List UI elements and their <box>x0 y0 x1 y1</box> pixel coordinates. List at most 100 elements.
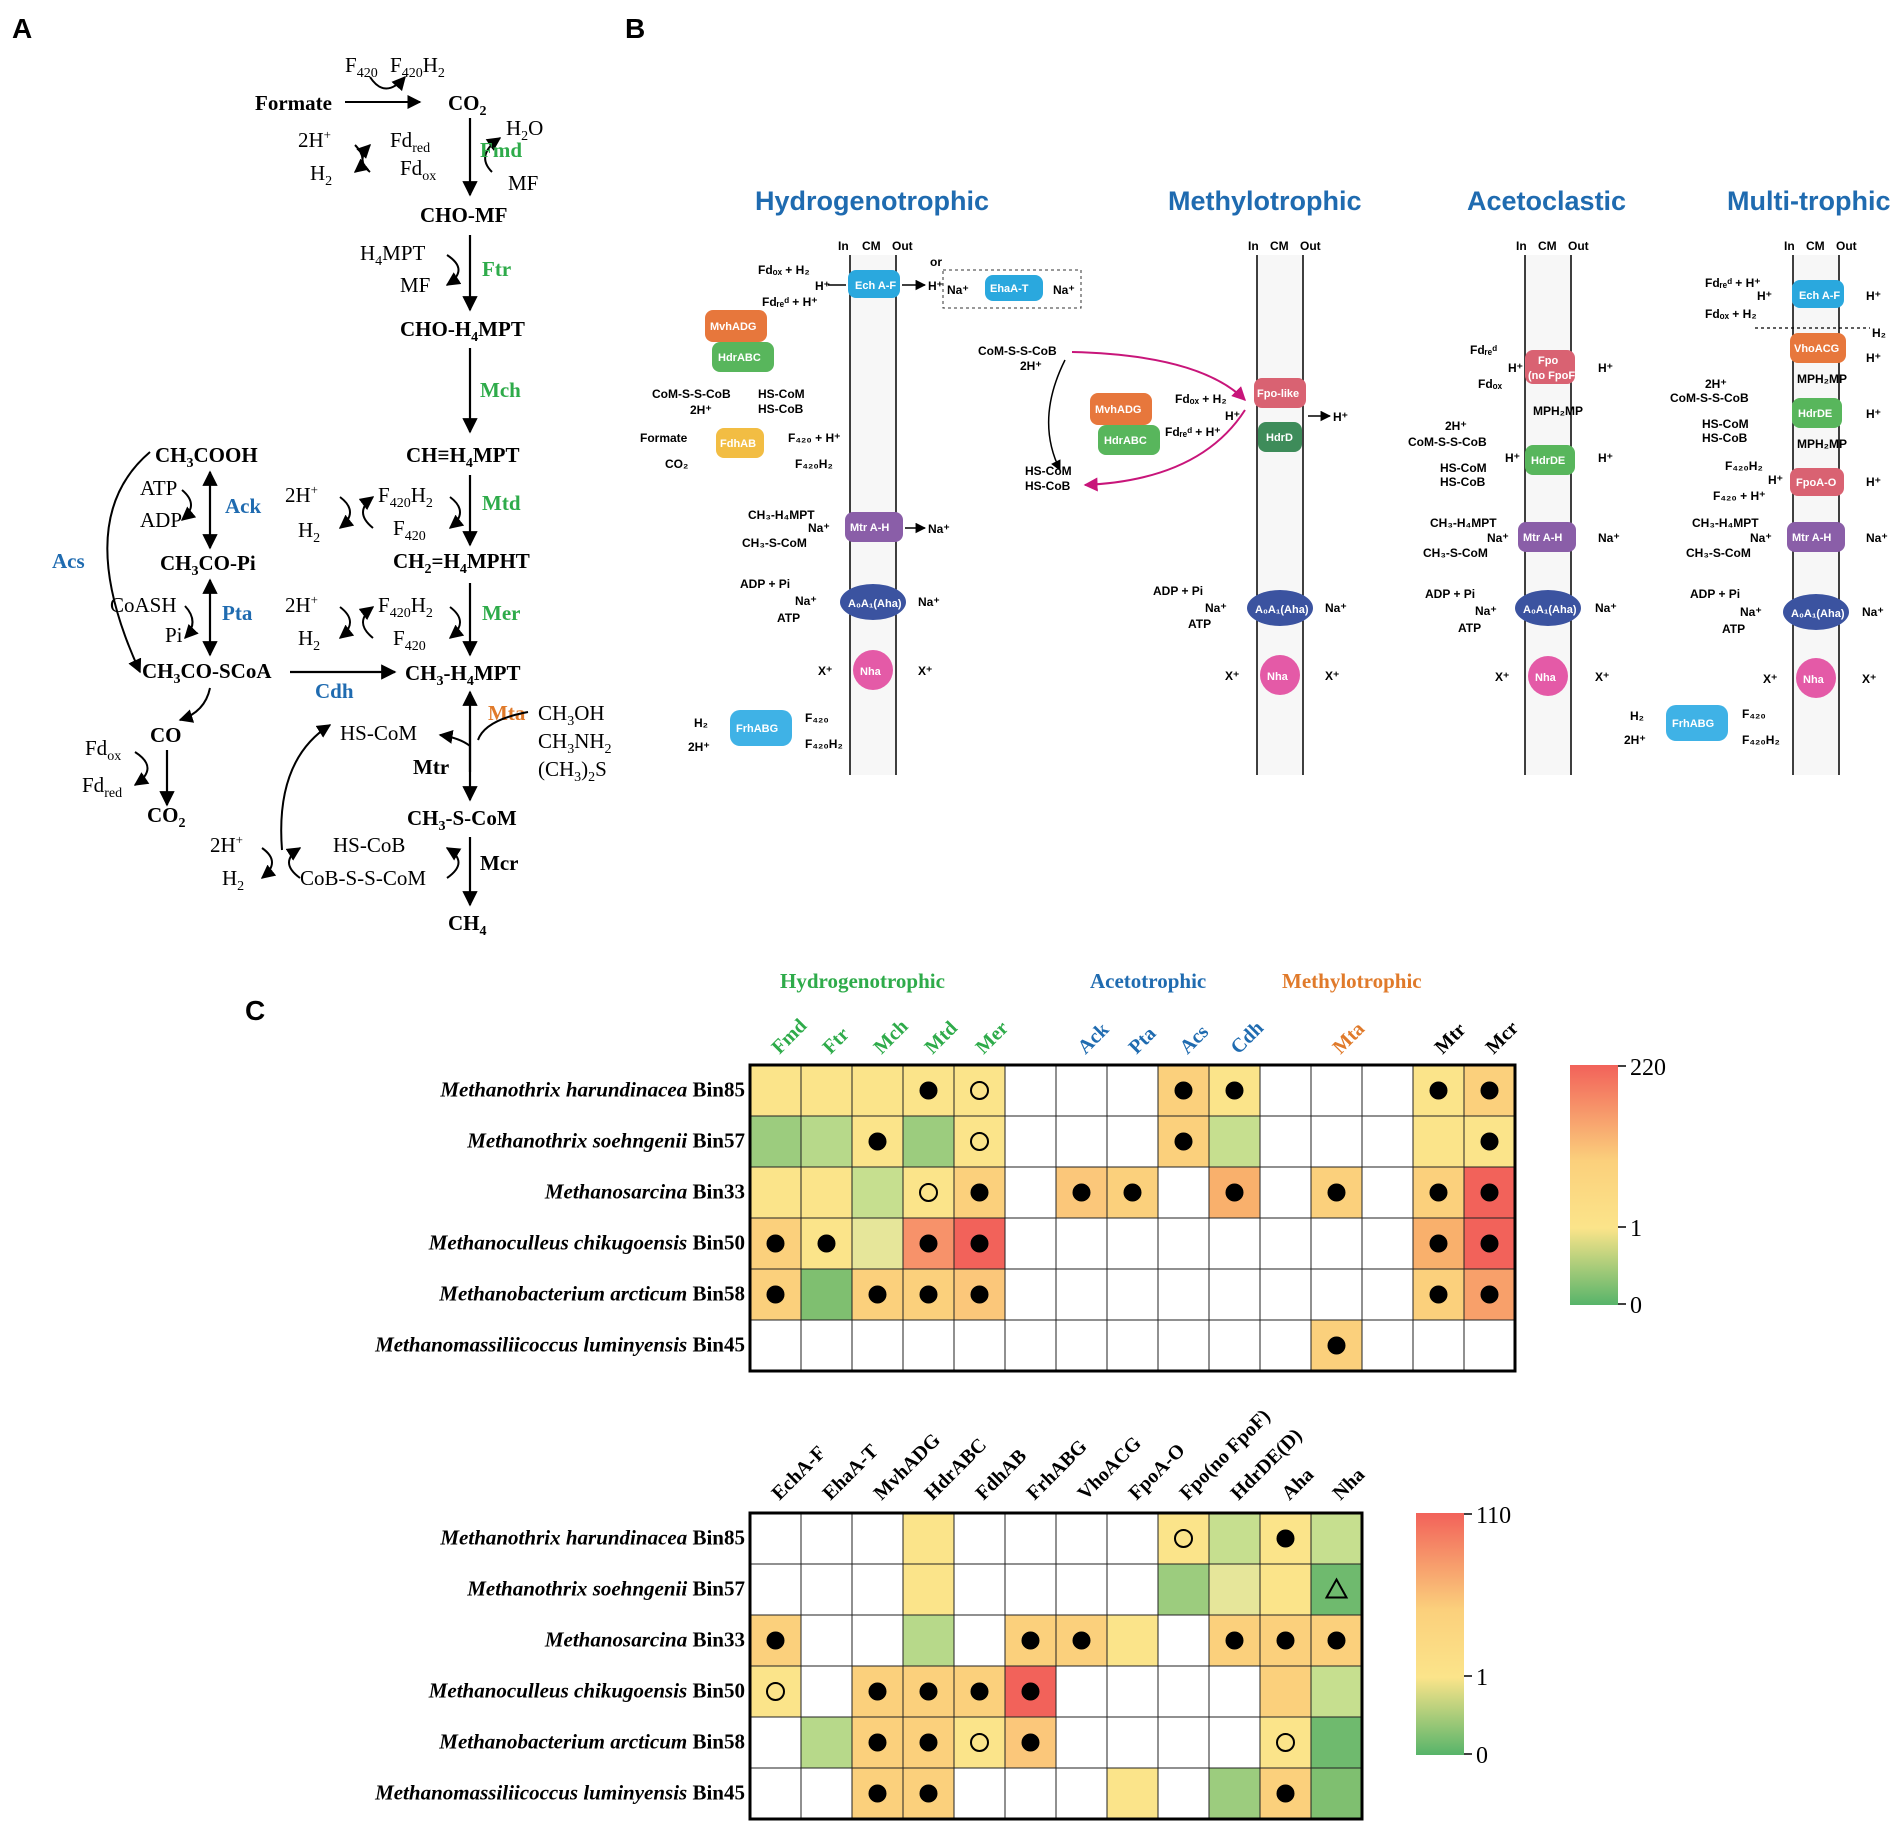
ch3co-pi-label: CH3CO-Pi <box>160 551 256 579</box>
hm1-cell <box>1208 1268 1261 1321</box>
col-label: Acs <box>1175 1021 1213 1059</box>
ch-h4mpt-label: CH≡H4MPT <box>406 443 519 471</box>
fdox-b3: Fdₒₓ <box>1478 377 1503 391</box>
hm1-cell <box>800 1319 853 1372</box>
h-out-b4-1: H⁺ <box>1866 289 1881 303</box>
atp-b2: ATP <box>1188 617 1211 631</box>
mtr-label-3: Mtr A-H <box>1523 532 1562 544</box>
present-dot-marker <box>919 1682 938 1701</box>
ch3scom-b1: CH₃-S-CoM <box>742 536 807 550</box>
partial-ring-marker <box>970 1132 989 1151</box>
row-species: harundinacea <box>566 1526 693 1550</box>
f420h2-frh-1: F₄₂₀H₂ <box>805 737 843 751</box>
mtd-enzyme: Mtd <box>482 491 521 515</box>
nha-complex-2 <box>1260 655 1300 695</box>
hs-cob-b1: HS-CoB <box>758 402 804 416</box>
magenta-arrow-2 <box>1083 409 1246 492</box>
membrane-hydrogenotrophic: In CM Out <box>838 239 913 775</box>
row-species: luminyensis <box>583 1333 692 1357</box>
hm2-cell <box>1157 1767 1210 1820</box>
cm-label-4: CM <box>1806 239 1825 253</box>
aha-complex-2 <box>1247 590 1313 626</box>
two-h-frh-1: 2H⁺ <box>688 740 710 754</box>
hs-com-label: HS-CoM <box>340 721 417 745</box>
fd-arc-1 <box>356 144 371 173</box>
hm1-cell <box>800 1115 853 1168</box>
present-dot-marker <box>1429 1234 1448 1253</box>
present-dot-marker <box>1480 1183 1499 1202</box>
two-h-plus-4: 2H+ <box>210 832 243 857</box>
h2-label-1: H2 <box>310 161 332 189</box>
ch3h4mpt-b3: CH₃-H₄MPT <box>1430 516 1497 530</box>
frhabg-label-4: FrhABG <box>1672 718 1714 730</box>
hm2-cell <box>902 1614 955 1667</box>
row-label: Methanothrix soehngenii Bin57 <box>466 1129 745 1153</box>
hm2-cell <box>1004 1767 1057 1820</box>
cm-label-3: CM <box>1538 239 1557 253</box>
hm1-cell <box>1361 1319 1414 1372</box>
hm1-cell <box>953 1319 1006 1372</box>
na-aha-out-2: Na⁺ <box>1325 601 1347 615</box>
fpoa-o-label: FpoA-O <box>1796 477 1837 489</box>
out-label-2: Out <box>1300 239 1321 253</box>
scale2-mid: 1 <box>1476 1665 1488 1691</box>
or-label: or <box>930 255 942 269</box>
col-label: Mtd <box>920 1017 961 1058</box>
frhabg-complex-1 <box>730 710 792 746</box>
hm1-cell <box>1106 1064 1159 1117</box>
col-label: Cdh <box>1226 1017 1268 1059</box>
present-dot-marker <box>1327 1183 1346 1202</box>
f420h2-label-3: F420H2 <box>378 593 433 621</box>
hm1-cell <box>1208 1115 1261 1168</box>
two-h-b4: 2H⁺ <box>1705 377 1727 391</box>
x-out-3: X⁺ <box>1595 670 1609 684</box>
group-acetotrophic: Acetotrophic <box>1090 969 1206 993</box>
present-dot-marker <box>1174 1132 1193 1151</box>
hm2-cell <box>1106 1716 1159 1769</box>
h2-frh-1: H₂ <box>694 716 708 730</box>
fd-ox-label-2: Fdox <box>85 736 121 764</box>
row-label: Methanoculleus chikugoensis Bin50 <box>428 1679 745 1703</box>
hm1-cell <box>1361 1166 1414 1219</box>
two-h-plus-1: 2H+ <box>298 127 331 152</box>
color-scale-1 <box>1570 1065 1618 1305</box>
row-species: luminyensis <box>583 1781 692 1805</box>
h-in-b4: H⁺ <box>1757 289 1772 303</box>
row-species: soehngenii <box>592 1577 693 1601</box>
row-genus: Methanobacterium <box>438 1730 610 1754</box>
mta-side-arc <box>477 711 529 741</box>
header-acetoclastic: Acetoclastic <box>1467 186 1626 216</box>
hm1-cell <box>851 1064 904 1117</box>
ehaa-complex <box>985 275 1043 301</box>
panel-c-letter: C <box>245 995 265 1026</box>
fpo-label: Fpo <box>1538 355 1558 367</box>
row-species: soehngenii <box>592 1129 693 1153</box>
scale1-mid: 1 <box>1630 1216 1642 1242</box>
hdrde-complex-2 <box>1792 398 1842 428</box>
hs-com-b3: HS-CoM <box>1440 461 1487 475</box>
hm1-cell <box>902 1319 955 1372</box>
row-label: Methanoculleus chikugoensis Bin50 <box>428 1231 745 1255</box>
atp-b3: ATP <box>1458 621 1481 635</box>
hm2-cell <box>1157 1614 1210 1667</box>
row-genus: Methanothrix <box>439 1526 565 1550</box>
h-plus-b2-out: H⁺ <box>1333 410 1348 424</box>
magenta-arrow-1 <box>1071 351 1246 401</box>
h2-frh-4: H₂ <box>1630 709 1644 723</box>
scale1-max: 220 <box>1630 1055 1666 1081</box>
hm2-cell <box>749 1665 802 1718</box>
fd-red-label-2: Fdred <box>82 773 122 801</box>
h2-label-4: H2 <box>222 866 244 894</box>
partial-ring-marker <box>766 1682 785 1701</box>
group-methylotrophic: Methylotrophic <box>1282 969 1422 993</box>
hm2-cell <box>1106 1563 1159 1616</box>
hm1-cell <box>800 1064 853 1117</box>
h2-b4: H₂ <box>1872 326 1886 340</box>
hm2-cell <box>1310 1665 1363 1718</box>
x-out-1: X⁺ <box>918 664 932 678</box>
present-dot-marker <box>1276 1529 1295 1548</box>
row-species: arcticum <box>610 1282 692 1306</box>
mf-label-1: MF <box>508 171 538 195</box>
hm2-cell <box>953 1614 1006 1667</box>
two-h-plus-2: 2H+ <box>285 482 318 507</box>
